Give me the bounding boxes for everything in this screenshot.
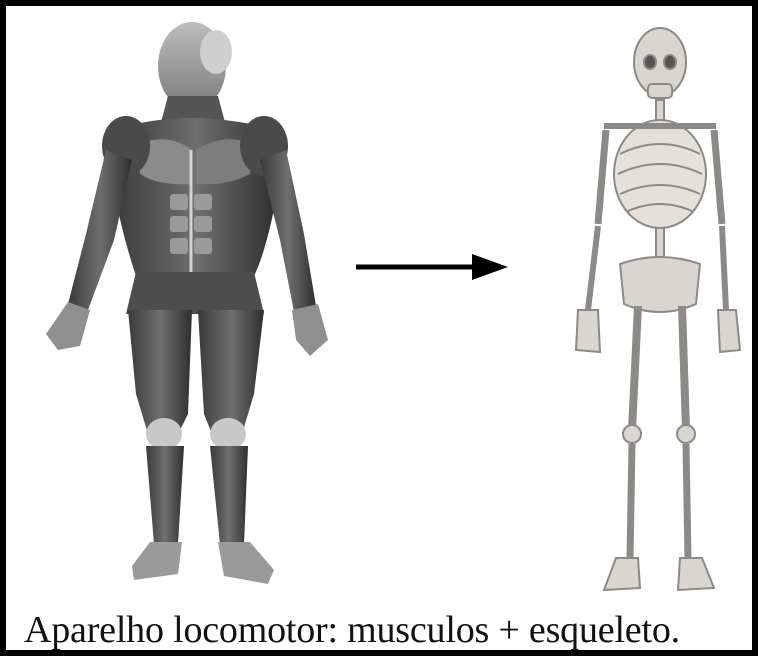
diagram-caption: Aparelho locomotor: musculos + esqueleto…: [24, 604, 754, 656]
skeleton-illustration: [568, 14, 748, 598]
muscular-system-illustration: [28, 14, 328, 598]
right-arrow-icon: [354, 252, 510, 282]
